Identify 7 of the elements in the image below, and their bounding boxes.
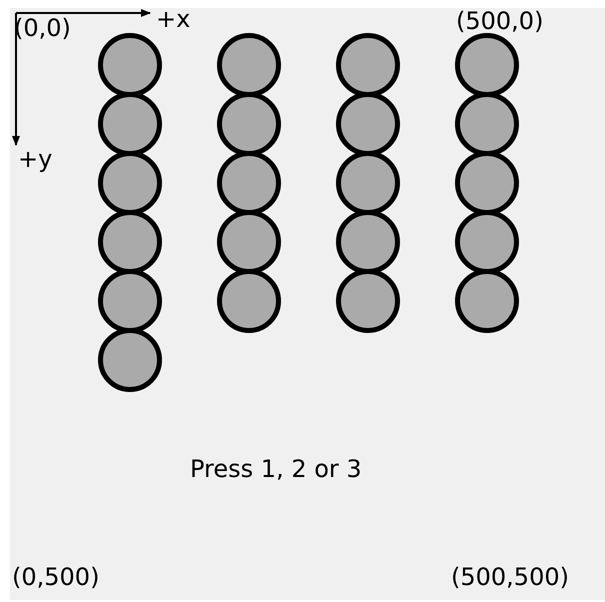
instruction-text: Press 1, 2 or 3 [190,457,362,481]
coordinate-label: (500,0) [456,9,544,33]
coordinate-label: (0,500) [12,565,100,589]
coordinate-label: (0,0) [14,16,71,40]
axis-label: +x [156,7,190,31]
coordinate-label: (500,500) [451,565,569,589]
axis-label: +y [18,147,52,171]
